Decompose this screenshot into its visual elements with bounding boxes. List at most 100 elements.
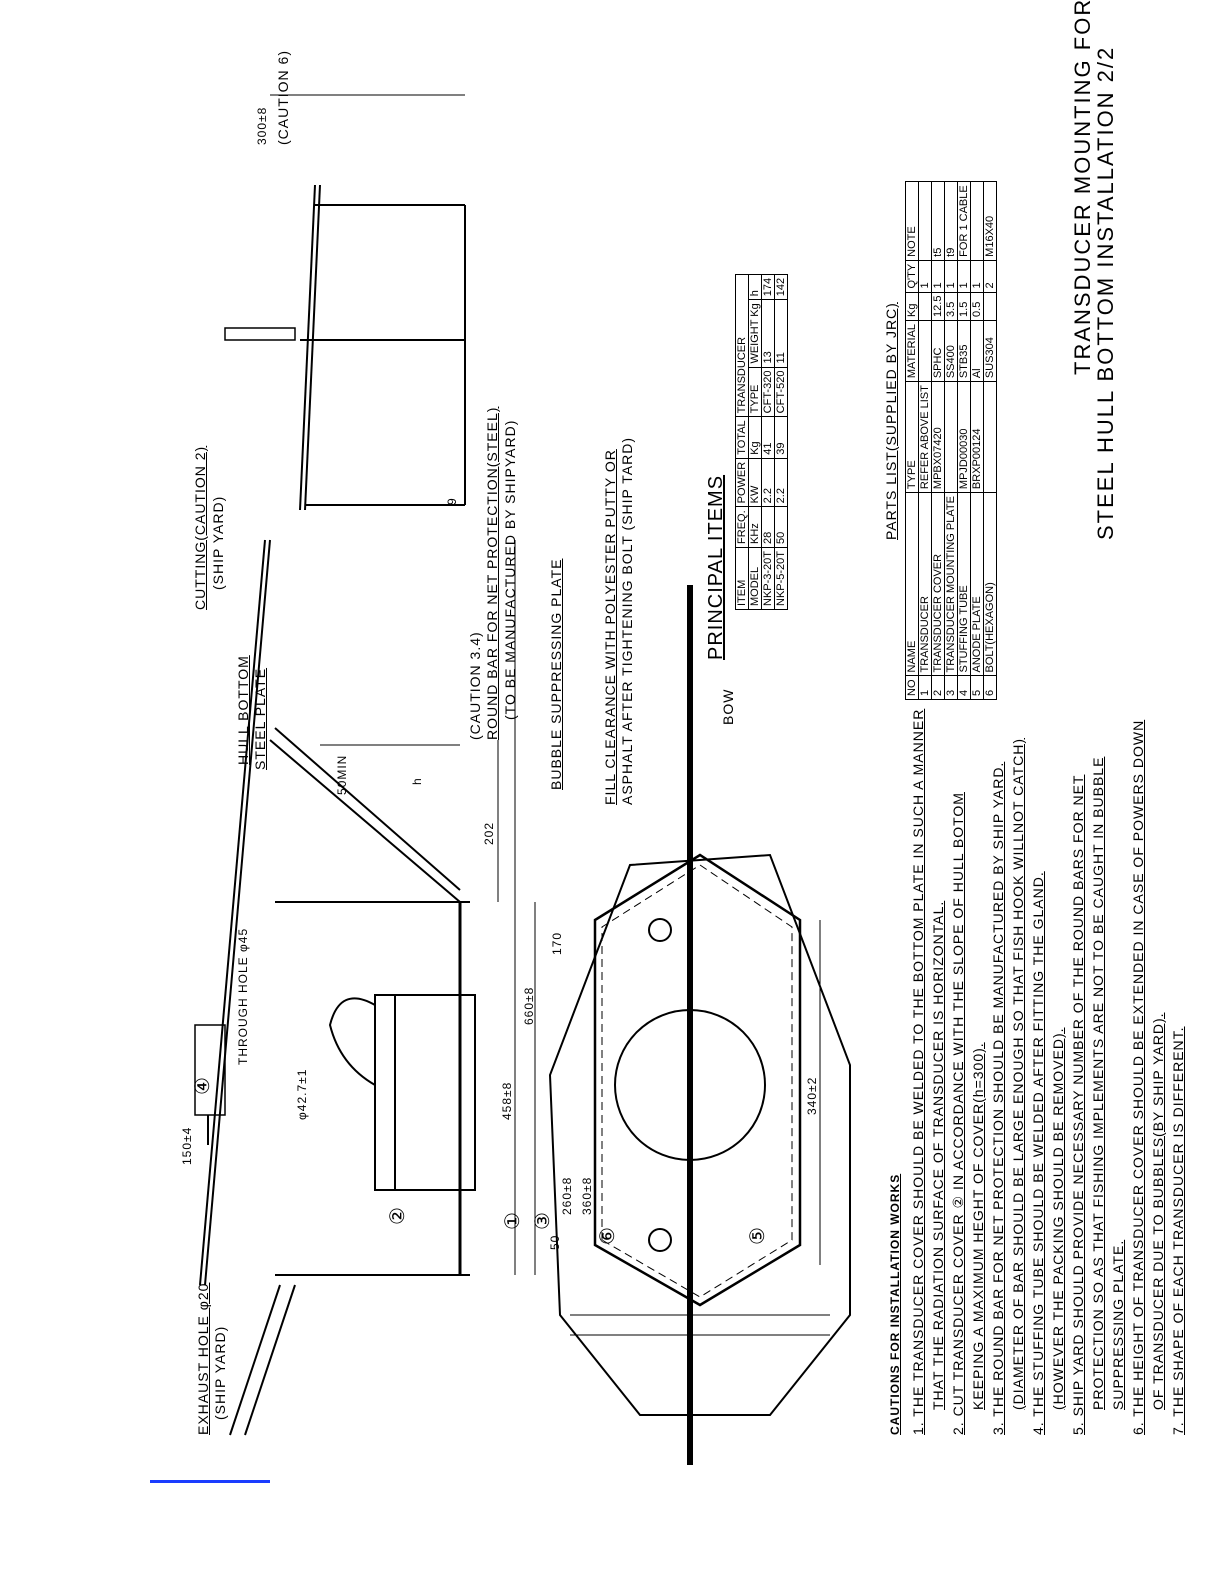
parts-cell: 12.5 (931, 292, 945, 321)
parts-cell: TRANSDUCER MOUNTING PLATE (944, 492, 958, 676)
caution-line-14: 7. THE SHAPE OF EACH TRANSDUCER IS DIFFE… (1170, 1026, 1186, 1435)
principal-cell: CFT-520 (774, 367, 788, 417)
table-row: NKP-3-20T 28 2.2 41 CFT-320 13 174 (761, 274, 775, 610)
bubble-plate-label: BUBBLE SUPPRESSING PLATE (548, 558, 564, 790)
hull-section-line (299, 184, 316, 511)
cutting-label: CUTTING(CAUTION 2) (192, 445, 208, 610)
hull-bottom-label-2: STEEL PLATE (252, 667, 268, 770)
parts-cell: 1 (944, 260, 958, 293)
dim-42: φ42.7±1 (295, 1068, 309, 1120)
exhaust-hole-label: EXHAUST HOLE φ20 (195, 1282, 211, 1435)
parts-cell: TRANSDUCER COVER (931, 492, 945, 676)
table-row: 3 TRANSDUCER MOUNTING PLATE SS400 3.5 1 … (944, 181, 958, 700)
callout-2: ② (387, 1206, 409, 1225)
parts-cell: 6 (983, 676, 997, 700)
caution-line-4: KEEPING A MAXIMUM HEGHT OF COVER(h=300). (970, 1042, 986, 1410)
parts-cell: 3 (944, 676, 958, 700)
title-line-2: STEEL HULL BOTTOM INSTALLATION 2/2 (1093, 45, 1118, 540)
principal-items-table: ITEM FREQ. POWER TOTAL TRANSDUCER MODEL … (735, 274, 788, 610)
parts-cell: 4 (957, 676, 971, 700)
principal-h-h: h (748, 274, 762, 300)
parts-cell: 2 (931, 676, 945, 700)
parts-cell (970, 181, 984, 261)
caution-6-label: (CAUTION 6) (275, 50, 291, 145)
parts-cell: SS400 (944, 320, 958, 382)
callout-3: ③ (532, 1211, 554, 1230)
parts-cell (918, 320, 932, 382)
parts-cell (918, 181, 932, 261)
parts-cell: 2 (983, 260, 997, 293)
dim-260: 260±8 (560, 1176, 574, 1215)
caution-line-1: 1. THE TRANSDUCER COVER SHOULD BE WELDED… (910, 708, 926, 1435)
transducer-handle (328, 997, 376, 1086)
parts-list-table: NO NAME TYPE MATERIAL Kɡ Q'TY NOTE 1 TRA… (905, 181, 997, 700)
parts-cell: BOLT(HEXAGON) (983, 492, 997, 676)
caution-line-10: PROTECTION SO AS THAT FISHING IMPLEMENTS… (1090, 756, 1106, 1410)
principal-cell: NKP-3-20T (761, 547, 775, 610)
through-hole-label: THROUGH HOLE φ45 (236, 927, 250, 1065)
parts-cell: SPHC (931, 320, 945, 382)
principal-h-item: ITEM (735, 547, 749, 610)
parts-cell: MPBX07420 (931, 381, 945, 493)
principal-h-freq-u: KHz (748, 506, 762, 548)
parts-cell: t5 (931, 181, 945, 261)
dim-202: 202 (482, 821, 496, 845)
callout-4: ④ (192, 1076, 214, 1095)
bubble-plate-outline (548, 853, 851, 1416)
bow-label: BOW (720, 688, 736, 725)
principal-h-power-u: KW (748, 458, 762, 507)
exhaust-hole-sub: (SHIP YARD) (212, 1325, 228, 1420)
dim-h: h (410, 777, 424, 785)
caution-line-7: 4. THE STUFFING TUBE SHOULD BE WELDED AF… (1030, 871, 1046, 1435)
parts-cell: 3.5 (944, 292, 958, 321)
table-row: NKP-5-20T 50 2.2 39 CFT-520 11 142 (774, 274, 788, 610)
parts-cell: REFER ABOVE LIST (918, 381, 932, 493)
parts-cell: 1.5 (957, 292, 971, 321)
principal-cell: NKP-5-20T (774, 547, 788, 610)
page-link-underline (150, 1480, 270, 1483)
caution-line-3: 2. CUT TRANSDUCER COVER ② IN ACCORDANCE … (950, 792, 966, 1435)
principal-unit-row: MODEL KHz KW Kɡ TYPE WEIGHT Kɡ h (748, 274, 762, 610)
parts-cell (983, 292, 997, 321)
parts-cell: 5 (970, 676, 984, 700)
caution-line-9: 5. SHIP YARD SHOULD PROVIDE NECESSARY NU… (1070, 774, 1086, 1435)
dim-9: 9 (445, 497, 459, 505)
table-row: 2 TRANSDUCER COVER MPBX07420 SPHC 12.5 1… (931, 181, 945, 700)
principal-cell: CFT-320 (761, 367, 775, 417)
dim-170: 170 (550, 931, 564, 955)
principal-cell: 50 (774, 506, 788, 548)
principal-h-type: TYPE (748, 367, 762, 417)
parts-header-cell: NAME (905, 492, 919, 676)
round-bar-left (229, 1284, 281, 1436)
caution-line-13: OF TRANSDUCER DUE TO BUBBLES(BY SHIP YAR… (1150, 1012, 1166, 1411)
parts-cell: 1 (931, 260, 945, 293)
principal-cell: 41 (761, 416, 775, 459)
mounting-plate-hexagon (593, 853, 802, 1307)
dim-340: 340±2 (805, 1076, 819, 1115)
caution-line-6: (DIAMETER OF BAR SHOULD BE LARGE ENOUGH … (1010, 737, 1026, 1410)
table-row: 4 STUFFING TUBE MPJD00030 STB35 1.5 1 FO… (957, 181, 971, 700)
parts-cell: SUS304 (983, 320, 997, 382)
callout-1: ① (502, 1211, 524, 1230)
principal-h-weight: WEIGHT Kɡ (748, 299, 762, 368)
cautions-title: CAUTIONS FOR INSTALLATION WORKS (888, 1173, 902, 1435)
principal-cell: 142 (774, 274, 788, 300)
dim-660: 660±8 (522, 986, 536, 1025)
principal-cell: 13 (761, 299, 775, 368)
principal-cell: 174 (761, 274, 775, 300)
callout-6: ⑥ (597, 1226, 619, 1245)
parts-header-cell: TYPE (905, 381, 919, 493)
parts-cell: MPJD00030 (957, 381, 971, 493)
callout-5: ⑤ (747, 1226, 769, 1245)
dim-360: 360±8 (580, 1176, 594, 1215)
principal-h-total: TOTAL (735, 416, 749, 459)
parts-cell: ANODE PLATE (970, 492, 984, 676)
transducer-body (374, 994, 476, 1191)
hull-bottom-plate-line (199, 539, 266, 1286)
parts-header-cell: MATERIAL (905, 320, 919, 382)
parts-cell: 1 (970, 260, 984, 293)
parts-cell (983, 381, 997, 493)
